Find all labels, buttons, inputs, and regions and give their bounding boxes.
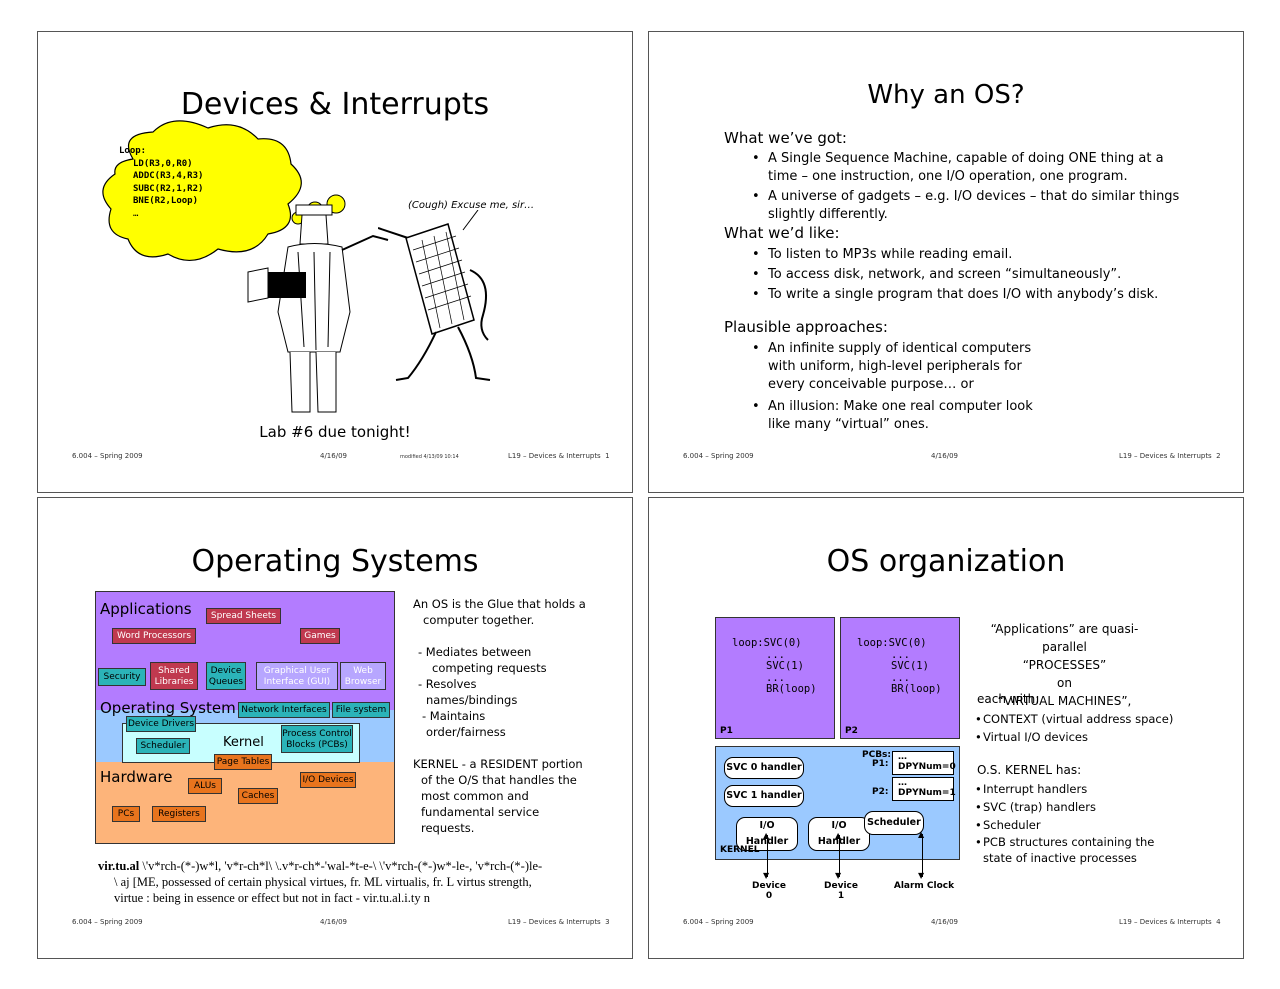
web-browser-box: Web Browser	[340, 662, 386, 690]
approaches-heading: Plausible approaches:	[724, 318, 888, 336]
process-p1-box: loop:SVC(0) ... SVC(1) ... BR(loop) P1	[715, 617, 835, 739]
kernel-definition-text: KERNEL - a RESIDENT portion of the O/S t…	[413, 757, 583, 835]
network-interfaces-box: Network Interfaces	[238, 702, 330, 718]
p1-code: loop:SVC(0) ... SVC(1) ... BR(loop)	[732, 637, 817, 695]
kernel-label: Kernel	[223, 735, 264, 750]
os-roles-text: - Mediates between competing requests - …	[418, 645, 547, 739]
slide-4: OS organization loop:SVC(0) ... SVC(1) .…	[648, 497, 1244, 959]
lab-note: Lab #6 due tonight!	[259, 423, 411, 441]
bubble-code: Loop: LD(R3,0,R0) ADDC(R3,4,R3) SUBC(R2,…	[119, 146, 204, 219]
processes-text: “Applications” are quasi-parallel “PROCE…	[990, 622, 1139, 708]
footer-lecture: L19 – Devices & Interrupts 3	[508, 918, 610, 926]
slide-title: OS organization	[826, 544, 1066, 579]
footer-lecture: L19 – Devices & Interrupts 4	[1119, 918, 1221, 926]
keyboard-character-illustration	[378, 210, 491, 381]
arrow-alarm	[922, 834, 923, 877]
alus-box: ALUs	[188, 778, 222, 794]
p1-label: P1	[720, 726, 733, 736]
pcs-box: PCs	[112, 806, 140, 822]
pcb-box: Process Control Blocks (PCBs)	[281, 725, 353, 753]
kernel-has-list: Interrupt handlers SVC (trap) handlers S…	[971, 780, 1171, 866]
footer-course: 6.004 – Spring 2009	[72, 918, 143, 926]
footer-modified: modified 4/13/09 10:14	[400, 454, 459, 460]
footer-date: 4/16/09	[320, 452, 347, 460]
svc1-handler: SVC 1 handler	[724, 785, 804, 807]
speech-text: (Cough) Excuse me, sir…	[408, 200, 535, 211]
each-with-label: each with:	[977, 692, 1040, 706]
like-list: To listen to MP3s while reading email. T…	[748, 245, 1188, 305]
gui-box: Graphical User Interface (GUI)	[256, 662, 338, 690]
arrowhead-icon: ▲	[835, 831, 842, 840]
spread-sheets-box: Spread Sheets	[206, 608, 281, 624]
file-system-box: File system	[332, 702, 390, 718]
os-layer-diagram: Applications Operating System Kernel Har…	[95, 591, 395, 844]
approaches-list: An infinite supply of identical computer…	[748, 340, 1048, 434]
each-with-list: CONTEXT (virtual address space) Virtual …	[971, 710, 1173, 746]
process-p2-box: loop:SVC(0) ... SVC(1) ... BR(loop) P2	[840, 617, 960, 739]
kernel-box: SVC 0 handler SVC 1 handler I/O Handler …	[715, 746, 960, 860]
page-tables-box: Page Tables	[214, 754, 272, 770]
arrow-device1	[839, 835, 840, 877]
got-list: A Single Sequence Machine, capable of do…	[748, 150, 1188, 224]
footer-course: 6.004 – Spring 2009	[683, 452, 754, 460]
caches-box: Caches	[238, 788, 278, 804]
footer-date: 4/16/09	[931, 918, 958, 926]
slide-2: Why an OS? What we’ve got: A Single Sequ…	[648, 31, 1244, 493]
pcb-p2-label: P2:	[872, 787, 889, 797]
applications-label: Applications	[100, 600, 192, 618]
footer-course: 6.004 – Spring 2009	[72, 452, 143, 460]
slide-title: Devices & Interrupts	[180, 87, 490, 122]
footer-course: 6.004 – Spring 2009	[683, 918, 754, 926]
security-box: Security	[98, 668, 146, 686]
registers-box: Registers	[152, 806, 206, 822]
arrowhead-icon: ▼	[763, 871, 770, 880]
word-processors-box: Word Processors	[112, 628, 196, 644]
slide-title: Why an OS?	[867, 80, 1025, 110]
shared-libraries-box: Shared Libraries	[150, 662, 198, 690]
arrow-device0	[767, 835, 768, 877]
footer-lecture: L19 – Devices & Interrupts 1	[508, 452, 610, 460]
slide-1: Devices & Interrupts Loop: LD(R3,0,R0) A…	[37, 31, 633, 493]
kernel-has-label: O.S. KERNEL has:	[977, 763, 1082, 777]
arrowhead-icon: ▲	[918, 830, 925, 839]
p2-label: P2	[845, 726, 858, 736]
device-queues-box: Device Queues	[206, 662, 246, 690]
slide-3: Operating Systems Applications Operating…	[37, 497, 633, 959]
got-heading: What we’ve got:	[724, 129, 847, 147]
pcb-p1-label: P1:	[872, 759, 889, 769]
kernel-label: KERNEL	[720, 845, 760, 855]
footer-date: 4/16/09	[320, 918, 347, 926]
footer-lecture: L19 – Devices & Interrupts 2	[1119, 452, 1221, 460]
io-devices-box: I/O Devices	[300, 772, 356, 788]
arrowhead-icon: ▼	[918, 871, 925, 880]
virtual-definition: vir.tu.al \'v*rch-(*-)w*l, 'v*r-ch*l\ \.…	[98, 859, 543, 905]
pcb-p2-record: …DPYNum=1	[892, 777, 956, 801]
footer-date: 4/16/09	[931, 452, 958, 460]
svc0-handler: SVC 0 handler	[724, 757, 804, 779]
p2-code: loop:SVC(0) ... SVC(1) ... BR(loop)	[857, 637, 942, 695]
games-box: Games	[300, 628, 340, 644]
scholar-illustration	[247, 204, 389, 413]
arrowhead-icon: ▲	[763, 831, 770, 840]
operating-system-label: Operating System	[100, 699, 236, 717]
arrowhead-icon: ▼	[835, 871, 842, 880]
device-drivers-box: Device Drivers	[126, 716, 196, 732]
hardware-label: Hardware	[100, 768, 173, 786]
os-glue-text: An OS is the Glue that holds a computer …	[413, 597, 586, 627]
scheduler-box: Scheduler	[136, 738, 190, 754]
pcb-p1-record: …DPYNum=0	[892, 751, 956, 775]
pcbs-label: PCBs:	[862, 750, 892, 760]
slide-title: Operating Systems	[191, 544, 479, 579]
alarm-clock-label: Alarm Clock	[893, 881, 955, 891]
like-heading: What we’d like:	[724, 224, 840, 242]
scheduler-node: Scheduler	[864, 811, 924, 835]
